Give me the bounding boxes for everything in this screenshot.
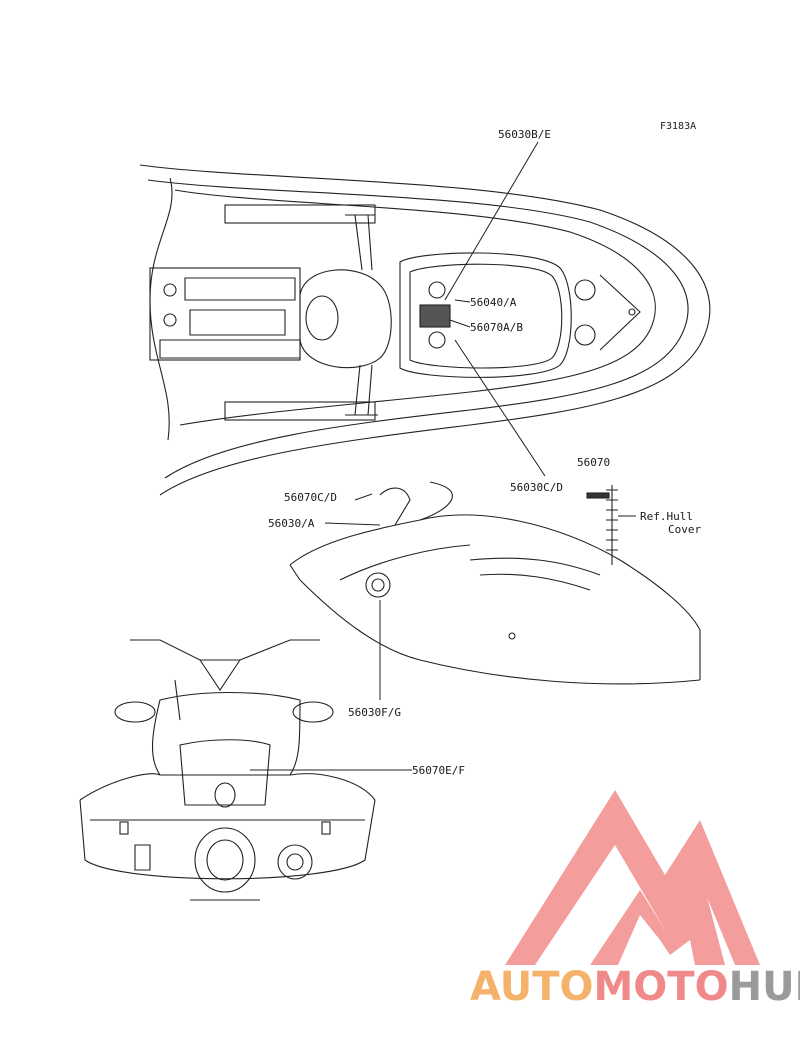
figure-code: F3183A <box>660 121 696 132</box>
label-56070e-f: 56070E/F <box>412 764 465 777</box>
watermark-auto: AUTO <box>470 964 594 1010</box>
label-56030c-d: 56030C/D <box>510 481 563 494</box>
label-56040-a: 56040/A <box>470 296 517 309</box>
watermark-text: AUTOMOTOHUB <box>470 964 800 1010</box>
label-ref-hull: Ref.Hull <box>640 510 693 523</box>
label-ref-cover: Cover <box>668 523 701 536</box>
top-view-hull <box>139 164 711 496</box>
label-56070a-b: 56070A/B <box>470 321 523 334</box>
label-56070: 56070 <box>577 456 610 469</box>
rear-view-stern <box>79 639 376 901</box>
logo-triangle-mark <box>505 790 760 965</box>
automotohub-logo <box>505 790 760 965</box>
watermark-moto: MOTO <box>594 964 729 1010</box>
leader-lines <box>250 141 636 771</box>
label-56070c-d: 56070C/D <box>284 491 337 504</box>
label-56030-a: 56030/A <box>268 517 315 530</box>
watermark-hub: HUB <box>729 964 800 1010</box>
label-56030b-e: 56030B/E <box>498 128 551 141</box>
side-view-bow <box>289 481 701 685</box>
label-56030f-g: 56030F/G <box>348 706 401 719</box>
